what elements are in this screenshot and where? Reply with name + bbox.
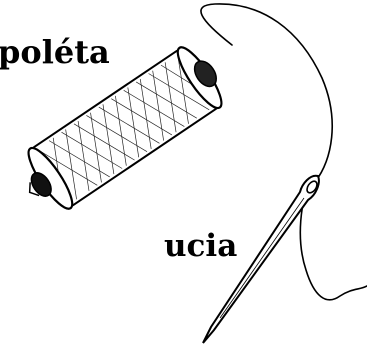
spool-label: poléta [0,36,110,68]
needle-label: ucia [164,231,237,262]
